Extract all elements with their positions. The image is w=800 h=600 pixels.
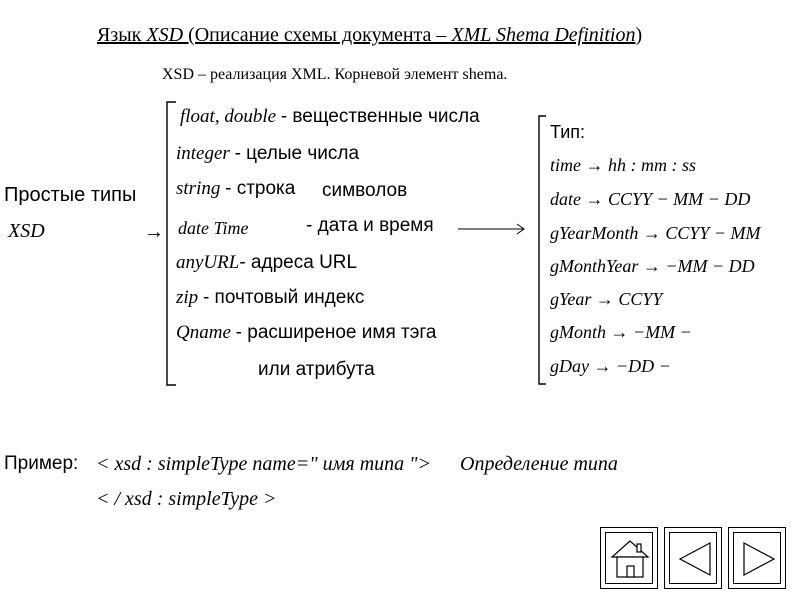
format-value: −MM − xyxy=(633,322,692,342)
format-name: time xyxy=(550,155,581,175)
type-row-qname: Qname - расширеное имя тэга xyxy=(176,322,437,344)
format-row-gyear: gYear → CCYY xyxy=(550,289,662,310)
next-button-frame xyxy=(733,532,781,584)
arrow-icon: → xyxy=(610,322,629,342)
middle-arrow-icon xyxy=(458,223,525,235)
type-name: Qname xyxy=(176,322,231,343)
arrow-icon: → xyxy=(642,223,661,243)
format-name: gDay xyxy=(550,356,589,376)
left-arrow-icon: → xyxy=(144,221,164,243)
type-row-anyurl: anyURL- адреса URL xyxy=(176,252,357,274)
example-code-close: < / xsd : simpleType > xyxy=(96,488,277,510)
arrow-icon: → xyxy=(642,256,661,276)
format-name: gYearMonth xyxy=(550,223,639,243)
type-desc: - адреса URL xyxy=(239,252,358,273)
title-xsd: XSD xyxy=(146,24,184,46)
format-row-date: date → CCYY − MM − DD xyxy=(550,189,750,210)
type-row-integer: integer - целые числа xyxy=(176,143,359,165)
type-desc: - почтовый индекс xyxy=(202,287,365,308)
simple-types-label: Простые типы xyxy=(4,184,137,206)
format-value: CCYY − MM xyxy=(665,223,761,243)
format-value: −DD − xyxy=(616,356,671,376)
home-button[interactable] xyxy=(600,527,658,589)
title-xml-definition: XML Shema Definition xyxy=(451,24,636,46)
arrow-icon: → xyxy=(585,155,604,175)
format-row-gmonthyear: gMonthYear → −MM − DD xyxy=(550,256,755,277)
type-name: anyURL xyxy=(176,252,240,273)
triangle-right-icon xyxy=(743,542,776,576)
type-name: float, double xyxy=(180,106,277,127)
formats-header: Тип: xyxy=(550,122,586,142)
home-icon xyxy=(610,540,650,578)
format-name: gMonth xyxy=(550,322,606,342)
format-row-time: time → hh : mm : ss xyxy=(550,155,696,176)
type-name: integer xyxy=(176,143,230,164)
format-name: gMonthYear xyxy=(550,256,639,276)
format-value: CCYY − MM − DD xyxy=(608,189,751,209)
arrow-icon: → xyxy=(585,189,604,209)
type-row-zip: zip - почтовый индекс xyxy=(176,287,364,309)
title-part1: Язык xyxy=(97,24,147,46)
type-desc: - строка xyxy=(225,178,296,199)
types-bracket xyxy=(166,101,176,386)
type-desc-continued: символов xyxy=(322,180,408,201)
home-button-frame xyxy=(605,532,653,584)
next-button[interactable] xyxy=(728,527,786,589)
subtitle: XSD – реализация XML. Корневой элемент s… xyxy=(162,66,508,83)
page-title: Язык XSD (Описание схемы документа – XML… xyxy=(97,24,642,47)
example-label: Пример: xyxy=(4,453,79,474)
type-row-string: string - строка xyxy=(176,178,295,200)
type-name: date Time xyxy=(178,218,249,238)
xsd-label: XSD xyxy=(8,220,45,242)
type-desc: - целые числа xyxy=(234,143,360,164)
type-row-datetime: date Time xyxy=(178,218,249,240)
type-desc: - расширеное имя тэга xyxy=(235,322,437,343)
format-value: CCYY xyxy=(618,289,663,309)
title-part3: ) xyxy=(635,24,643,46)
type-desc: - дата и время xyxy=(306,215,434,236)
triangle-left-icon xyxy=(678,542,711,576)
arrow-icon: → xyxy=(593,356,612,376)
type-name: zip xyxy=(176,287,199,308)
format-row-gday: gDay → −DD − xyxy=(550,356,671,377)
format-row-gyearmonth: gYearMonth → CCYY − MM xyxy=(550,223,761,244)
format-value: hh : mm : ss xyxy=(608,155,696,175)
type-desc: - вещественные числа xyxy=(280,106,480,127)
format-row-gmonth: gMonth → −MM − xyxy=(550,322,692,343)
formats-bracket xyxy=(538,115,546,385)
title-part2: (Описание схемы документа – xyxy=(183,24,452,46)
example-definition: Определение типа xyxy=(460,453,618,475)
type-name: string xyxy=(176,178,221,199)
format-value: −MM − DD xyxy=(665,256,755,276)
arrow-icon: → xyxy=(595,289,614,309)
type-row-float: float, double - вещественные числа xyxy=(180,106,480,128)
prev-button-frame xyxy=(669,532,717,584)
format-name: gYear xyxy=(550,289,592,309)
format-name: date xyxy=(550,189,581,209)
type-desc-continued: или атрибута xyxy=(258,359,375,380)
example-code-open: < xsd : simpleType name=" имя типа "> xyxy=(96,453,432,475)
prev-button[interactable] xyxy=(664,527,722,589)
